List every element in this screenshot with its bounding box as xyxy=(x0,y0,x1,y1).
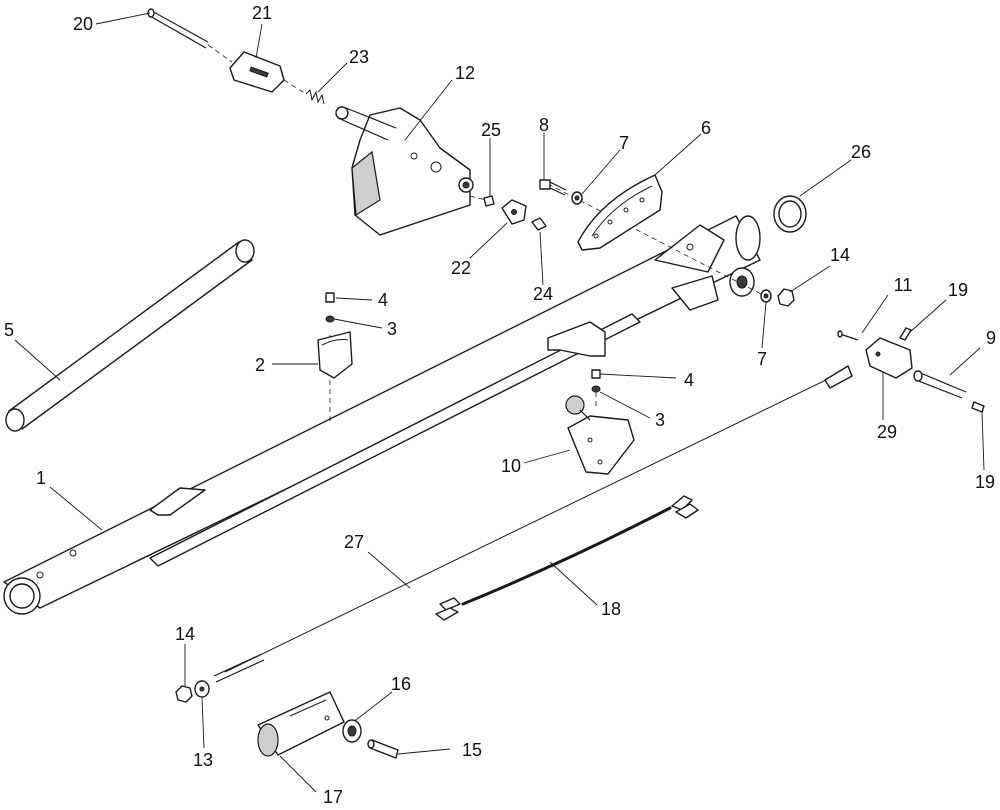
callout-12: 12 xyxy=(454,63,476,83)
part-10-lever xyxy=(565,395,635,475)
part-18-wire xyxy=(435,495,699,621)
callout-21: 21 xyxy=(251,3,273,23)
callout-18: 18 xyxy=(600,599,622,619)
part-20-pin xyxy=(147,8,209,49)
callout-24: 24 xyxy=(532,284,554,304)
part-4-screw-right xyxy=(591,369,601,379)
part-14-nut-right xyxy=(777,288,795,307)
callout-25: 25 xyxy=(480,120,502,140)
callout-10: 10 xyxy=(500,456,522,476)
callout-3: 3 xyxy=(386,319,398,339)
tube-end-bushing xyxy=(729,267,755,297)
part-19-pin-top xyxy=(899,327,912,341)
leader-lines xyxy=(14,12,985,793)
part-12-bracket xyxy=(335,106,474,236)
callout-17: 17 xyxy=(322,787,344,807)
callout-14-bottom: 14 xyxy=(174,624,196,644)
part-2-clip xyxy=(317,331,353,379)
callout-3-right: 3 xyxy=(654,410,666,430)
part-21-handle xyxy=(229,51,285,93)
part-7-washer xyxy=(571,191,583,205)
part-11-pin xyxy=(837,330,859,341)
callout-22: 22 xyxy=(450,258,472,278)
callout-9: 9 xyxy=(985,328,997,348)
callout-19-top: 19 xyxy=(947,280,969,300)
callout-26: 26 xyxy=(850,142,872,162)
callout-5: 5 xyxy=(3,320,15,340)
callout-20: 20 xyxy=(72,14,94,34)
part-25-key xyxy=(483,195,495,207)
part-3-washer-right xyxy=(591,385,601,393)
part-5-tube xyxy=(5,239,255,432)
callout-19-bottom: 19 xyxy=(974,472,996,492)
part-29-block xyxy=(865,337,913,379)
callout-4-right: 4 xyxy=(683,370,695,390)
callout-15: 15 xyxy=(461,740,483,760)
part-6-quadrant xyxy=(577,174,663,251)
part-16-grommet xyxy=(342,719,362,743)
callout-16: 16 xyxy=(390,674,412,694)
part-19-pin-bottom xyxy=(971,401,985,413)
part-17-sleeve xyxy=(257,691,345,757)
part-27-cable xyxy=(213,365,853,683)
callout-27: 27 xyxy=(343,532,365,552)
callout-23: 23 xyxy=(348,47,370,67)
part-13-washer xyxy=(194,680,210,698)
part-8-bolt xyxy=(539,179,567,196)
callout-14: 14 xyxy=(829,245,851,265)
part-24-pin xyxy=(531,217,547,231)
callout-6: 6 xyxy=(700,118,712,138)
callout-7: 7 xyxy=(618,133,630,153)
part-22-clevis xyxy=(501,199,527,225)
part-15-pin xyxy=(367,739,399,759)
callout-2: 2 xyxy=(254,355,266,375)
callout-11: 11 xyxy=(893,275,913,295)
part-14-nut-bottom xyxy=(175,685,193,703)
part-9-pin xyxy=(913,370,967,399)
part-3-washer-left xyxy=(325,315,335,323)
assembly-lines xyxy=(207,44,766,425)
callout-4: 4 xyxy=(377,290,389,310)
callout-1: 1 xyxy=(35,468,47,488)
part-1-main-tube xyxy=(3,215,761,615)
part-23-spring xyxy=(305,88,325,105)
callout-7-right: 7 xyxy=(756,349,768,369)
callout-13: 13 xyxy=(192,750,214,770)
part-7-washer-right xyxy=(760,289,772,303)
part-26-grommet xyxy=(773,195,807,233)
callout-29: 29 xyxy=(876,422,898,442)
callout-8: 8 xyxy=(538,115,550,135)
part-4-screw-left xyxy=(325,292,335,303)
